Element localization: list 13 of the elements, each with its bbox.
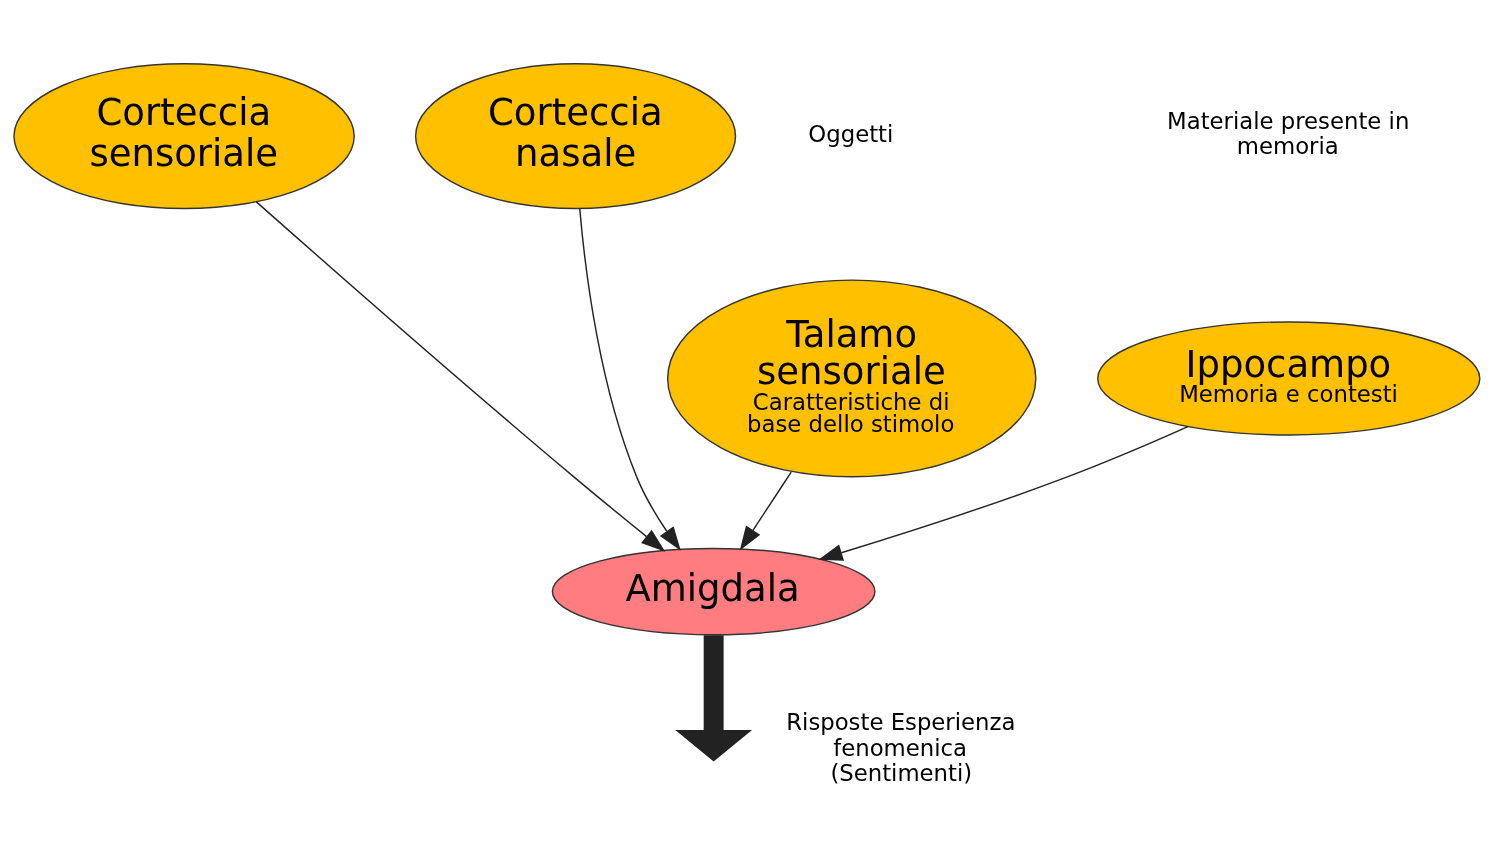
node-ellipse: Corteccia nasale — [414, 62, 737, 209]
node-ellipse: Ippocampo Memoria e contesti — [1097, 320, 1481, 436]
label: Oggetti — [808, 120, 894, 147]
arrow — [818, 425, 1189, 561]
arrow — [255, 200, 666, 552]
node-ellipse: Amigdala — [551, 547, 876, 635]
label: Materiale presente in memoria — [1167, 107, 1410, 159]
node-ellipse: Talamo sensoriale Caratteristiche di base dello stimolo — [666, 278, 1037, 478]
arrow — [675, 634, 753, 761]
node-ellipse: Corteccia sensoriale — [13, 62, 355, 209]
arrow — [739, 470, 792, 550]
arrow — [579, 207, 681, 551]
label: Risposte Esperienza fenomenica (Sentimenti) — [786, 708, 1016, 786]
